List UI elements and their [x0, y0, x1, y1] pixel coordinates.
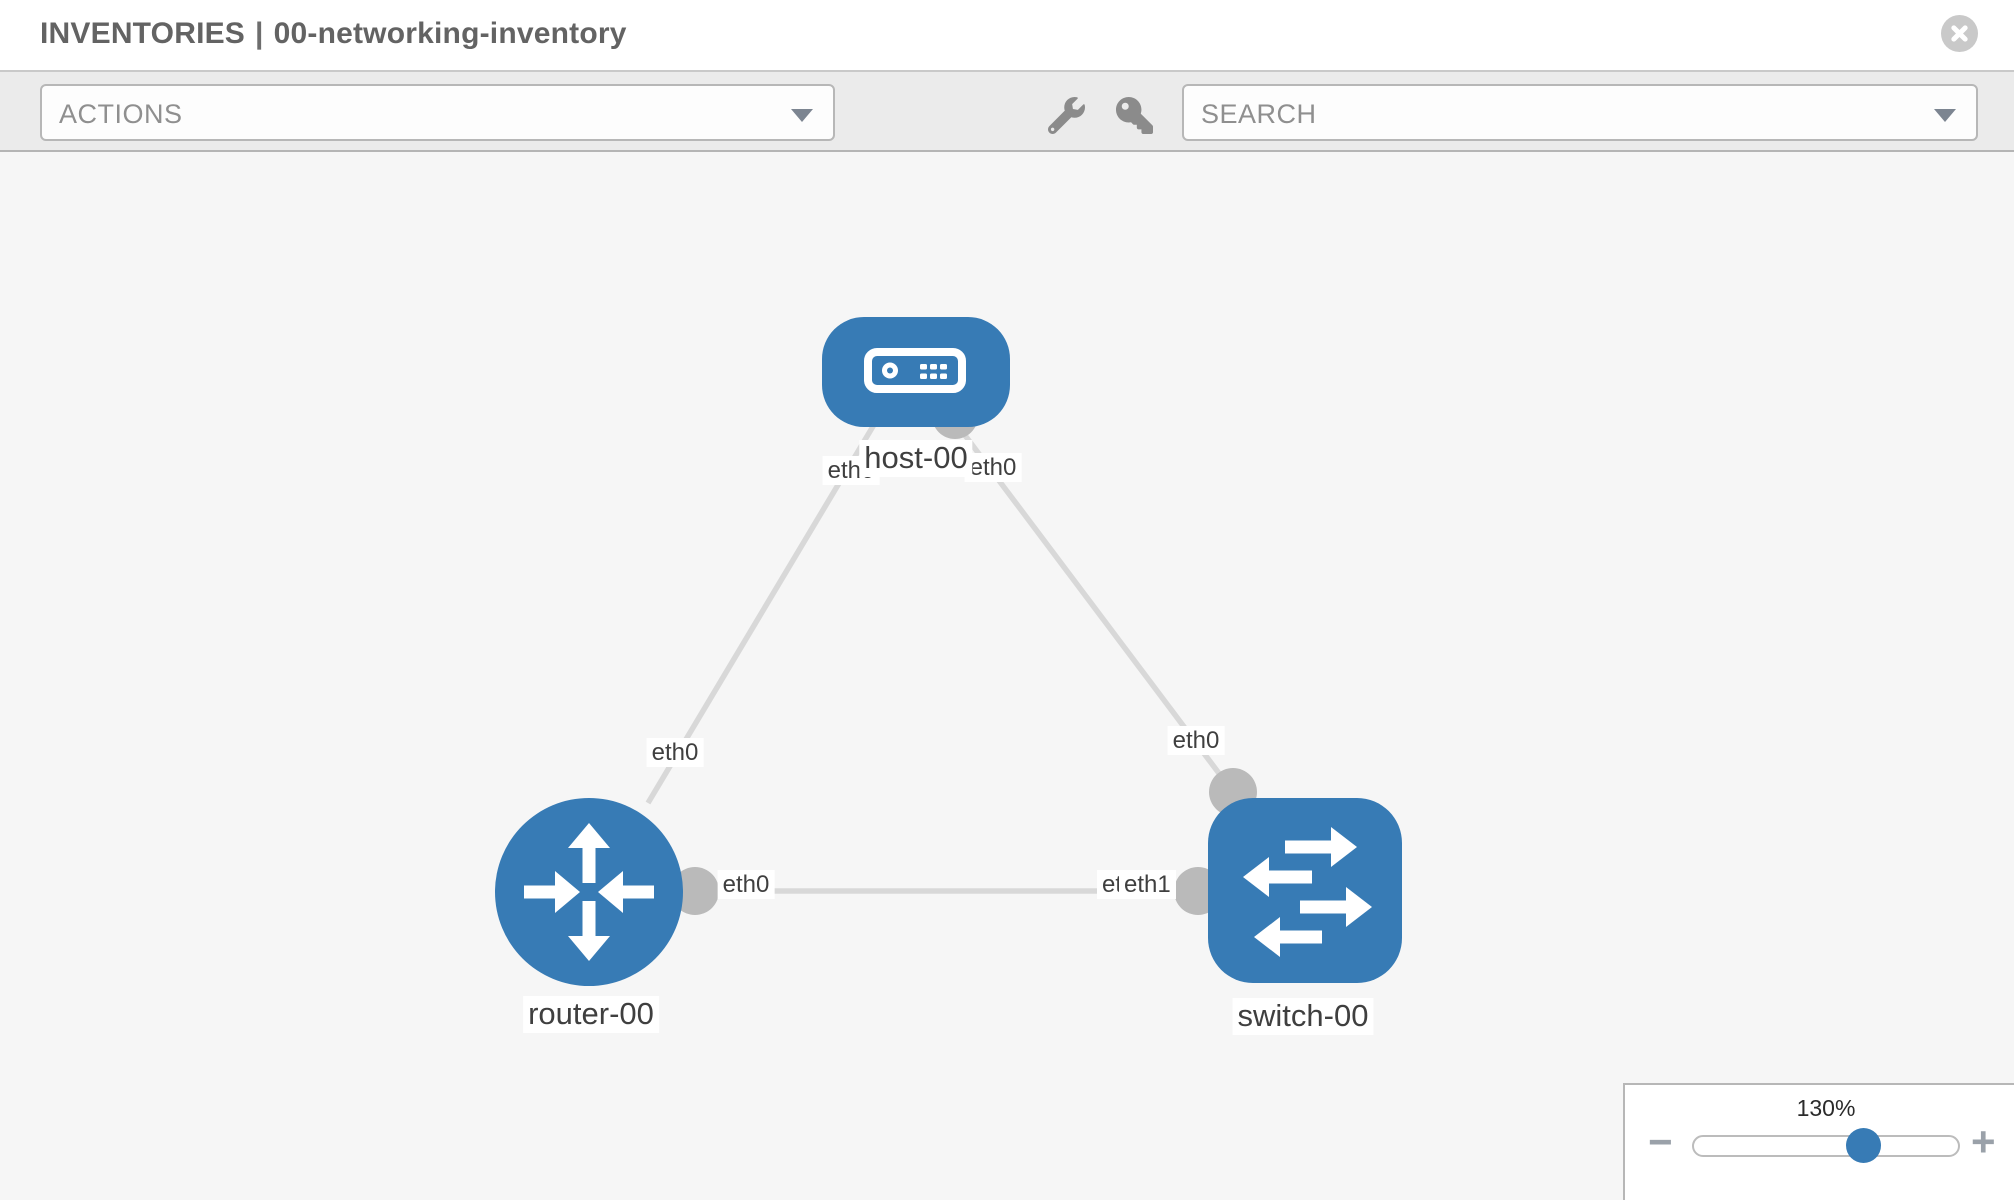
node-router-00[interactable]	[495, 798, 683, 986]
interface-dot-router-right	[671, 867, 719, 915]
interface-label-switch-top: eth0	[1167, 726, 1225, 756]
page-title: INVENTORIES | 00-networking-inventory	[40, 17, 627, 51]
node-label-host: host-00	[859, 440, 973, 477]
interface-label-switch-left-over: eth1	[1119, 870, 1176, 900]
zoom-slider[interactable]	[1692, 1128, 1960, 1163]
page-header: INVENTORIES | 00-networking-inventory	[0, 0, 2014, 72]
node-switch-00[interactable]	[1208, 798, 1402, 983]
switch-icon	[1243, 827, 1372, 957]
interface-label-host-right: eth0	[964, 453, 1022, 483]
zoom-percent-label: 130%	[1796, 1095, 1856, 1121]
close-button[interactable]	[1941, 15, 1978, 52]
node-label-router: router-00	[523, 996, 659, 1033]
wrench-icon	[1047, 97, 1085, 135]
zoom-control-panel: 130% − +	[1623, 1083, 2014, 1200]
breadcrumb-section: INVENTORIES	[40, 17, 246, 50]
host-icon	[864, 348, 966, 393]
zoom-in-button[interactable]: +	[1971, 1118, 1996, 1165]
router-icon	[524, 823, 654, 961]
search-dropdown-label: SEARCH	[1201, 99, 1317, 129]
breadcrumb-inventory-name: 00-networking-inventory	[273, 17, 627, 50]
actions-dropdown[interactable]: ACTIONS	[40, 84, 835, 141]
credentials-button[interactable]	[1116, 97, 1153, 134]
topology-graph	[495, 317, 1402, 986]
topology-canvas[interactable]: host-00 router-00 switch-00 eth0 eth0 et…	[0, 152, 2014, 1200]
zoom-slider-handle[interactable]	[1846, 1128, 1881, 1163]
interface-label-router-link: eth0	[646, 738, 704, 768]
chevron-down-icon	[1934, 109, 1956, 122]
toolbar: ACTIONS SEARCH	[0, 72, 2014, 152]
node-label-switch: switch-00	[1232, 998, 1374, 1035]
node-host-00[interactable]	[822, 317, 1010, 427]
chevron-down-icon	[791, 109, 813, 122]
configure-button[interactable]	[1047, 97, 1085, 135]
breadcrumb-separator: |	[255, 17, 264, 50]
interface-label-router-right: eth0	[717, 870, 775, 900]
search-dropdown[interactable]: SEARCH	[1182, 84, 1978, 141]
zoom-out-button[interactable]: −	[1648, 1118, 1673, 1165]
actions-dropdown-label: ACTIONS	[59, 99, 183, 129]
key-icon	[1116, 97, 1153, 134]
